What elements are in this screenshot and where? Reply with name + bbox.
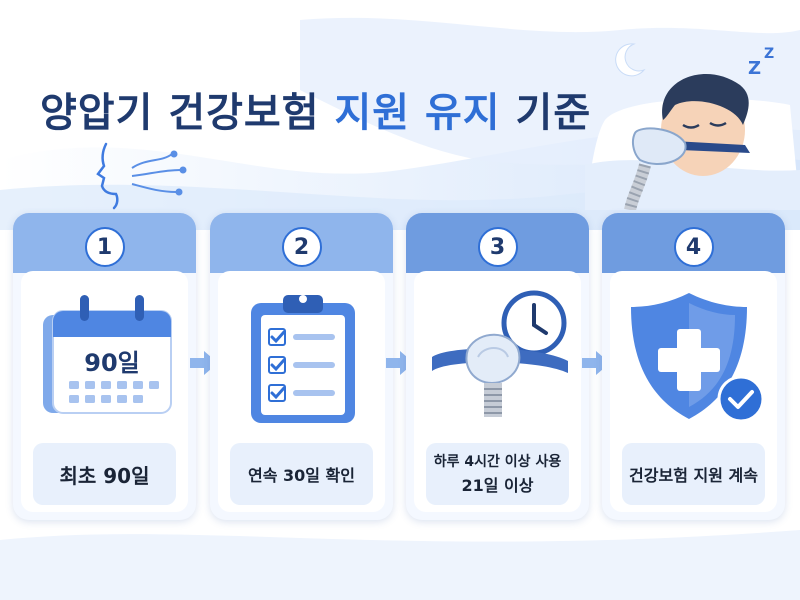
- step-number: 3: [477, 227, 518, 267]
- step-label: 건강보험 지원 계속: [629, 466, 758, 485]
- clipboard-checklist-icon: [250, 295, 355, 423]
- step-label-box: 최초 90일: [33, 443, 176, 505]
- shield-medical-icon: [630, 293, 764, 423]
- step-card-2: 2: [210, 213, 393, 520]
- step-label: 연속 30일 확인: [247, 466, 355, 485]
- title-part2: 지원 유지: [334, 90, 501, 136]
- step-card-header: 1: [13, 213, 196, 273]
- moon-icon: [615, 43, 646, 77]
- zzz-icon: Z Z: [748, 46, 774, 79]
- step-label-box: 연속 30일 확인: [230, 443, 373, 505]
- step-number: 4: [673, 227, 714, 267]
- page-title: 양압기 건강보험 지원 유지 기준: [40, 80, 591, 138]
- step-label-line1: 하루 4시간 이상 사용: [433, 454, 562, 470]
- svg-text:Z: Z: [748, 58, 761, 79]
- step-card-header: 3: [406, 213, 589, 273]
- step-card-body: 건강보험 지원 계속: [610, 271, 777, 512]
- step-card-body: 하루 4시간 이상 사용 21일 이상: [414, 271, 581, 512]
- calendar-icon: 90일: [42, 295, 172, 414]
- step-card-header: 4: [602, 213, 785, 273]
- breathing-icon: [96, 142, 187, 210]
- svg-text:Z: Z: [764, 46, 774, 62]
- step-card-body: 연속 30일 확인: [218, 271, 385, 512]
- step-card-header: 2: [210, 213, 393, 273]
- step-number: 2: [281, 227, 322, 267]
- step-label-box: 하루 4시간 이상 사용 21일 이상: [426, 443, 569, 505]
- step-number: 1: [84, 227, 125, 267]
- step-label: 최초 90일: [59, 463, 150, 488]
- title-part1: 양압기 건강보험: [40, 90, 320, 136]
- sleeping-person-cpap-illustration: [585, 73, 800, 210]
- step-label-box: 건강보험 지원 계속: [622, 443, 765, 505]
- step-card-body: 90일 최초 90일: [21, 271, 188, 512]
- cpap-mask-clock-icon: [431, 290, 568, 417]
- title-part3: 기준: [515, 90, 592, 136]
- step-label-line2: 21일 이상: [461, 476, 534, 495]
- step-card-3: 3: [406, 213, 589, 520]
- step-card-1: 1 90일: [13, 213, 196, 520]
- calendar-text: 90일: [84, 349, 139, 377]
- step-card-4: 4 건강보험 지원 계속: [602, 213, 785, 520]
